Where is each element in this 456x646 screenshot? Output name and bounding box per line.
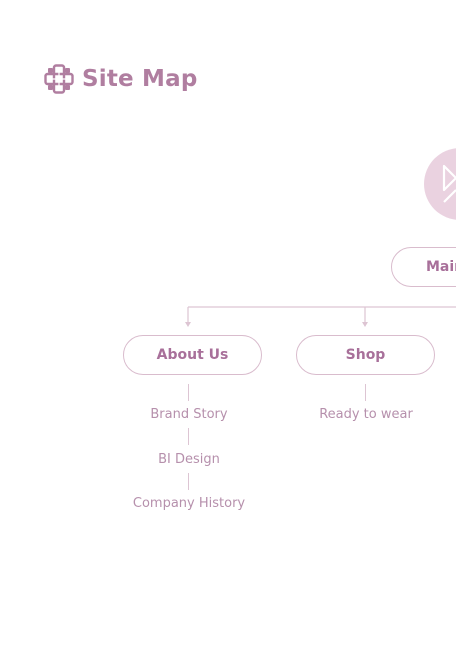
- node-about-us-label: About Us: [156, 347, 229, 363]
- node-main-label: Main: [426, 259, 456, 275]
- lattice-cross-logo-icon: [44, 64, 74, 94]
- node-shop[interactable]: Shop: [296, 335, 435, 375]
- node-brand-story[interactable]: Brand Story: [150, 407, 228, 422]
- page-header: Site Map: [44, 64, 198, 94]
- node-bi-design[interactable]: BI Design: [158, 452, 220, 467]
- node-shop-label: Shop: [345, 347, 386, 363]
- page-title: Site Map: [82, 66, 198, 92]
- connector-about-3: [188, 473, 190, 490]
- brand-emblem-icon: [442, 164, 456, 203]
- connector-shop-1: [365, 384, 367, 401]
- node-main[interactable]: Main: [391, 247, 456, 287]
- node-about-us[interactable]: About Us: [123, 335, 262, 375]
- connector-about-1: [188, 384, 190, 401]
- node-ready-to-wear[interactable]: Ready to wear: [319, 407, 413, 422]
- connector-about-2: [188, 428, 190, 445]
- node-company-history[interactable]: Company History: [132, 496, 246, 511]
- arrow-shop-icon: [362, 322, 368, 327]
- arrow-about-icon: [185, 322, 191, 327]
